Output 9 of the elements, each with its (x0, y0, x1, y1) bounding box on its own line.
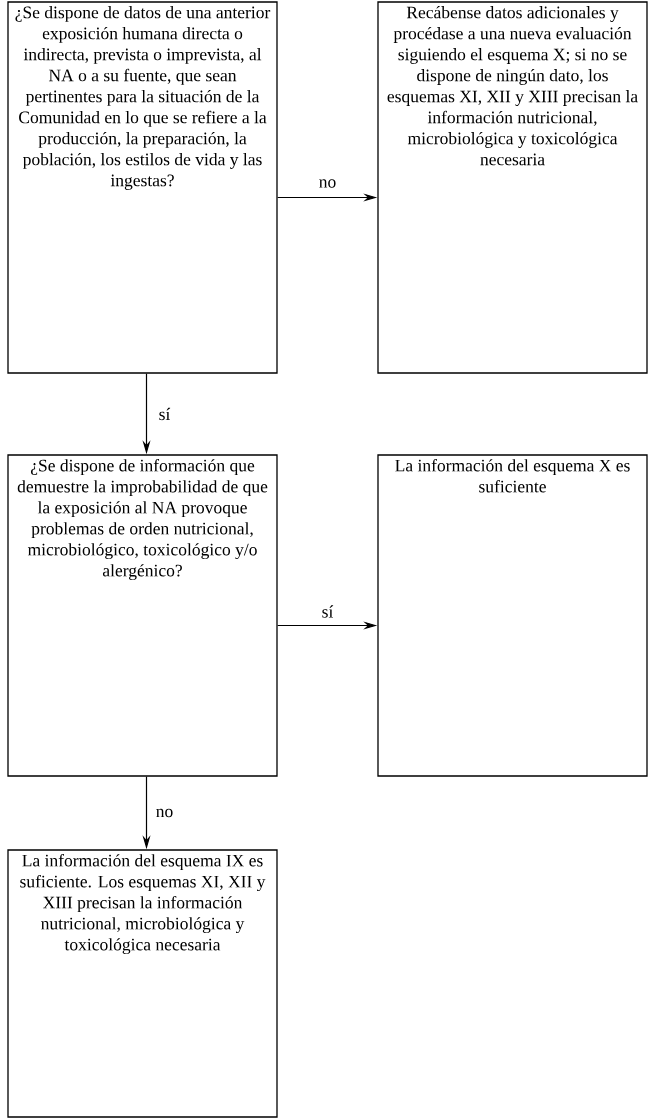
question-box: ¿Se dispone de información que demuestre la improbabilidad de que la exposición al NA provoque problemas de orden nutricional, microbiológico, toxicológico y/o alergénico? (7, 454, 278, 777)
result-box: Recábense datos adicionales y procédase a una nueva evaluación siguiendo el esquema X; si no se dispone de ningún dato, los esquemas XI, XII y XIII precisan la información nutricional, microbiológica y toxicológica necesaria (377, 1, 648, 374)
edge-label: sí (322, 605, 334, 618)
edge-label: no (319, 179, 336, 188)
edge-label: no (156, 808, 173, 818)
result-box: La información del esquema X es suficiente (377, 454, 648, 777)
question-box: ¿Se dispone de datos de una anterior exposición humana directa o indirecta, prevista o imprevista, al NA o a su fuente, que sean pertinentes para la situación de la Comunidad en lo que se refiere a la producción, la preparación, la población, los estilos de vida y las ingestas? (7, 1, 278, 374)
edge-label: sí (159, 407, 171, 421)
result-box: La información del esquema IX es suficiente. Los esquemas XI, XII y XIII precisan la información nutricional, microbiológica y toxicológica necesaria (7, 849, 278, 1118)
